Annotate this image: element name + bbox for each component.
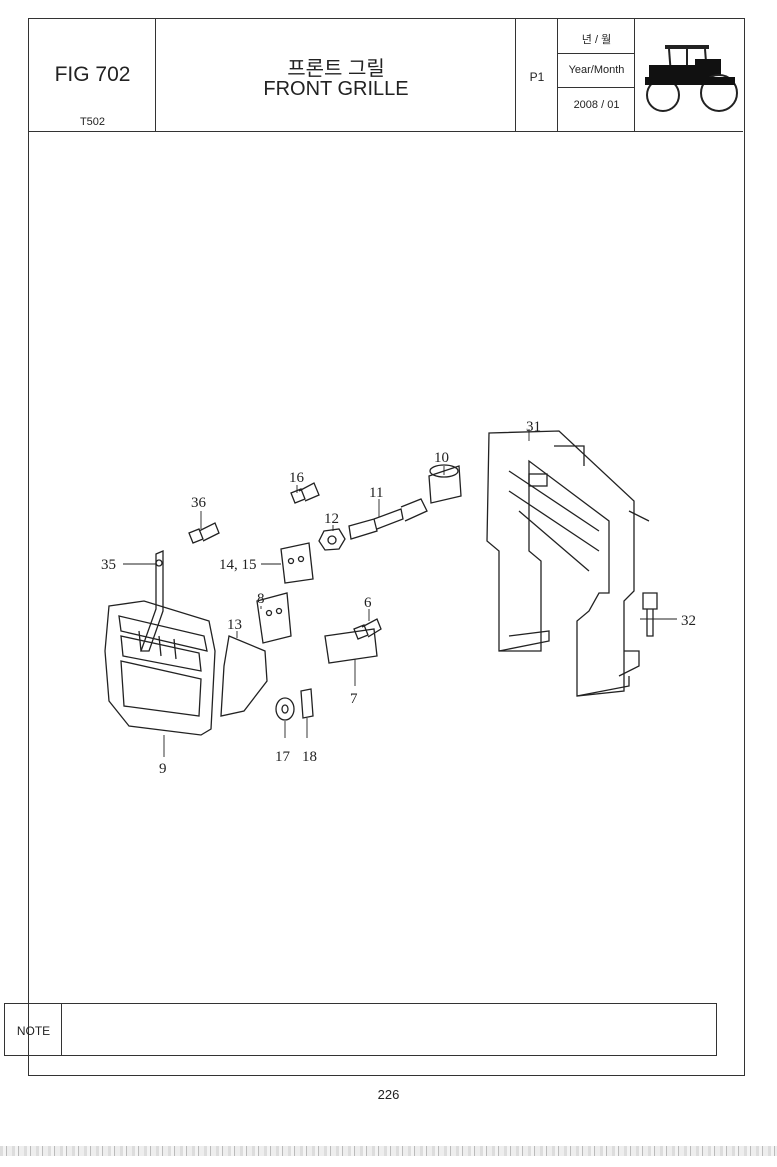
callout-11: 11 xyxy=(369,485,383,501)
date-cell: 년 / 월 Year/Month 2008 / 01 xyxy=(558,19,635,131)
callout-6: 6 xyxy=(364,595,372,611)
scan-artifact xyxy=(0,1146,777,1156)
callout-18: 18 xyxy=(302,749,317,765)
parts-sheet: FIG 702 T502 프론트 그릴 FRONT GRILLE P1 년 / … xyxy=(28,18,745,1076)
exploded-parts-diagram: 36 35 16 14, 15 12 11 10 31 8 13 6 7 32 … xyxy=(29,131,743,1021)
callout-31: 31 xyxy=(526,419,541,435)
title-english: FRONT GRILLE xyxy=(263,78,409,100)
page-label: P1 xyxy=(529,70,545,84)
note-label-cell: NOTE xyxy=(5,1004,62,1055)
callout-32: 32 xyxy=(681,613,696,629)
callout-13: 13 xyxy=(227,617,242,633)
model-code: T502 xyxy=(79,116,106,128)
title-cell: 프론트 그릴 FRONT GRILLE xyxy=(156,19,516,131)
fig-number: FIG 702 xyxy=(54,63,131,86)
date-label-korean: 년 / 월 xyxy=(581,34,612,46)
header: FIG 702 T502 프론트 그릴 FRONT GRILLE P1 년 / … xyxy=(29,19,743,132)
fig-cell: FIG 702 T502 xyxy=(29,19,156,131)
logo-cell xyxy=(635,19,743,131)
callout-8: 8 xyxy=(257,591,265,607)
callout-16: 16 xyxy=(289,470,305,486)
callout-35: 35 xyxy=(101,557,116,573)
callout-12: 12 xyxy=(324,511,339,527)
callout-17: 17 xyxy=(275,749,291,765)
date-value: 2008 / 01 xyxy=(573,99,620,111)
callout-10: 10 xyxy=(434,450,449,466)
title-korean: 프론트 그릴 xyxy=(287,58,385,80)
divider xyxy=(558,53,635,54)
callout-9: 9 xyxy=(159,761,167,777)
callout-7: 7 xyxy=(350,691,358,707)
note-box: NOTE xyxy=(4,1003,717,1056)
divider xyxy=(558,87,635,88)
front-grille-drawing: 36 35 16 14, 15 12 11 10 31 8 13 6 7 32 … xyxy=(101,419,696,777)
tractor-icon xyxy=(645,45,738,112)
note-label: NOTE xyxy=(16,1024,51,1038)
page-number: 226 xyxy=(377,1087,400,1102)
date-label-english: Year/Month xyxy=(568,64,625,76)
callout-14-15: 14, 15 xyxy=(219,557,257,573)
page-cell: P1 xyxy=(516,19,558,131)
callout-36: 36 xyxy=(191,495,207,511)
